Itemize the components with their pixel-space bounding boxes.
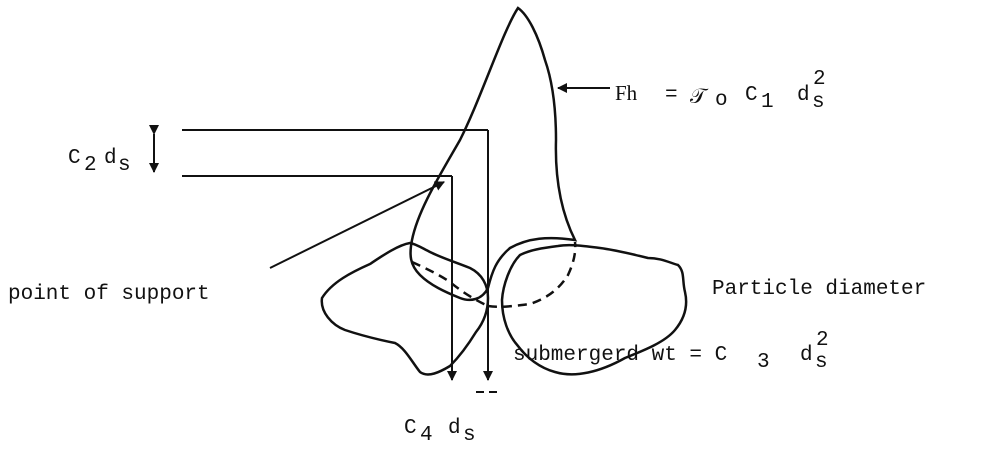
top-particle-outline [409,6,578,302]
particle-diameter-label: Particle diameter [712,278,926,301]
c2-label: C 2 d s [68,147,131,177]
hidden-outline-left [411,260,489,308]
hidden-outline-right [487,241,577,309]
svg-text:s: s [815,351,828,374]
point-of-support-label: point of support [8,283,210,306]
svg-text:3: 3 [757,351,770,374]
svg-text:2: 2 [84,154,97,177]
submerged-weight-label: submergerd wt = C 3 d s 2 [513,329,829,374]
svg-text:s: s [118,154,131,177]
svg-text:2: 2 [813,68,826,91]
svg-text:C: C [404,417,417,440]
svg-text:d: d [104,147,117,170]
svg-text:C: C [745,84,758,107]
svg-text:=: = [665,84,678,107]
support-pointer-arrow [269,181,445,269]
svg-text:s: s [463,424,476,447]
svg-text:d: d [797,84,810,107]
svg-text:1: 1 [761,91,774,114]
svg-text:4: 4 [420,424,433,447]
left-particle-outline [320,241,490,376]
svg-text:C: C [68,147,81,170]
svg-text:d: d [800,344,813,367]
force-label: Fh = 𝒯 o C 1 d s 2 [615,68,826,114]
svg-text:2: 2 [816,329,829,352]
right-particle-outline [500,243,688,376]
svg-text:Fh: Fh [615,81,638,105]
svg-text:𝒯: 𝒯 [690,84,709,108]
svg-text:s: s [812,91,825,114]
c4-label: C 4 d s [404,417,476,447]
svg-text:d: d [448,417,461,440]
svg-text:o: o [715,89,728,112]
svg-text:submergerd wt = C: submergerd wt = C [513,344,727,367]
